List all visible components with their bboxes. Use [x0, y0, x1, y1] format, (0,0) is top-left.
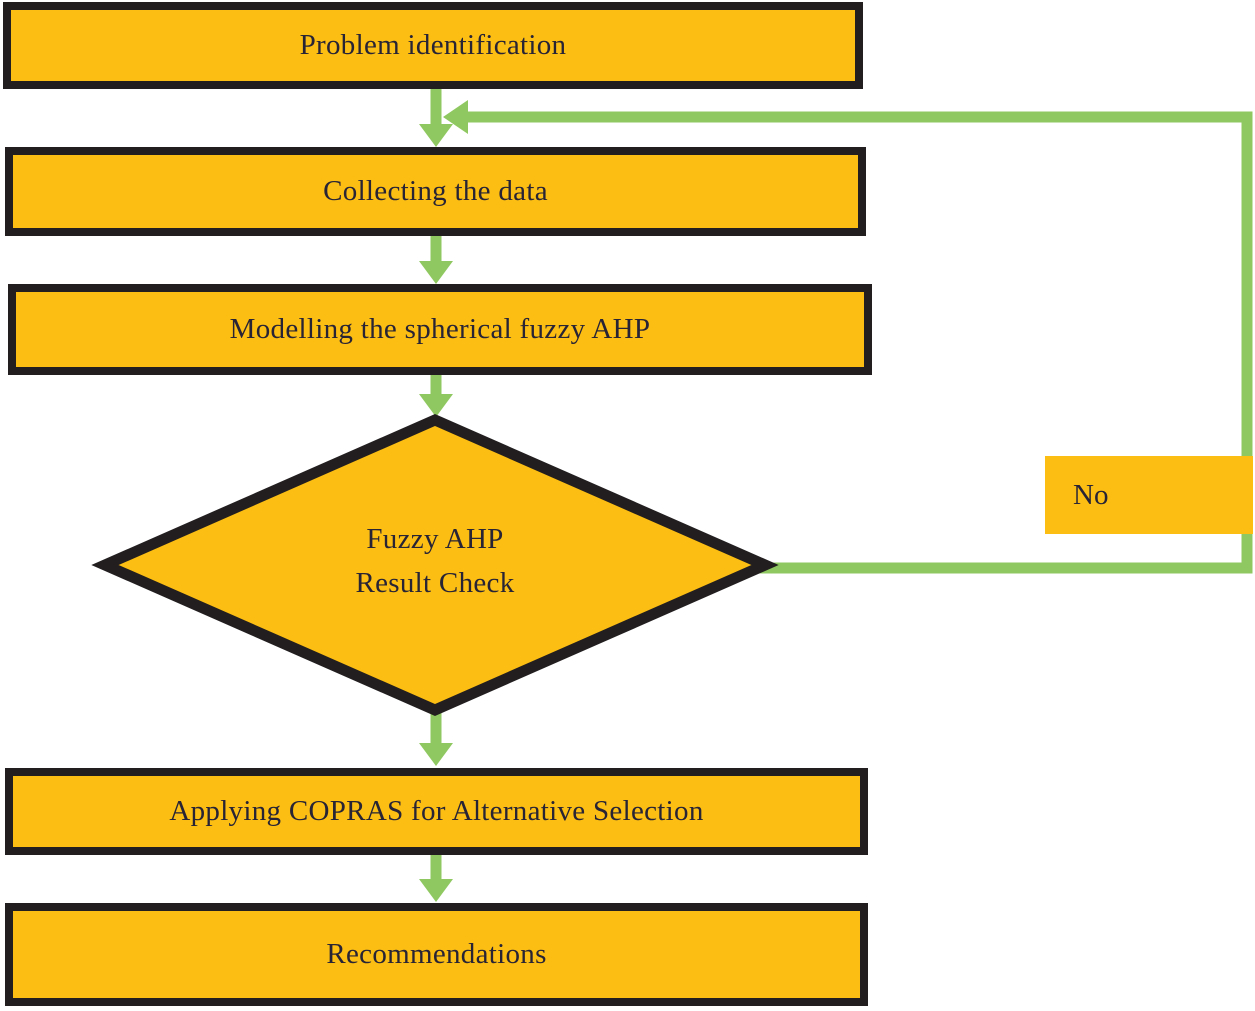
node-label: Collecting the data: [323, 175, 548, 207]
no-edge-label-box: No: [1045, 456, 1253, 534]
decision-label: Fuzzy AHP Result Check: [285, 517, 585, 605]
node-problem-identification: Problem identification: [3, 2, 863, 89]
arrowhead-down-icon: [419, 394, 453, 417]
arrowhead-left-icon: [443, 100, 468, 134]
node-label: Recommendations: [326, 938, 547, 970]
decision-label-line2: Result Check: [355, 567, 515, 599]
node-recommendations: Recommendations: [5, 903, 868, 1006]
no-edge-label: No: [1073, 478, 1109, 511]
no-feedback-connector: [468, 111, 1253, 574]
decision-label-line1: Fuzzy AHP: [366, 523, 504, 555]
arrowhead-down-icon: [419, 879, 453, 902]
node-collecting-the-data: Collecting the data: [5, 147, 866, 236]
node-label: Applying COPRAS for Alternative Selectio…: [169, 795, 704, 827]
node-modelling-spherical-fuzzy-ahp: Modelling the spherical fuzzy AHP: [8, 284, 872, 375]
node-applying-copras: Applying COPRAS for Alternative Selectio…: [5, 768, 868, 855]
node-label: Modelling the spherical fuzzy AHP: [229, 313, 651, 345]
arrowhead-down-icon: [419, 261, 453, 284]
decision-diamond: [91, 413, 779, 717]
arrowhead-down-icon: [419, 743, 453, 766]
node-label: Problem identification: [299, 29, 567, 61]
arrowhead-down-icon: [419, 124, 453, 147]
